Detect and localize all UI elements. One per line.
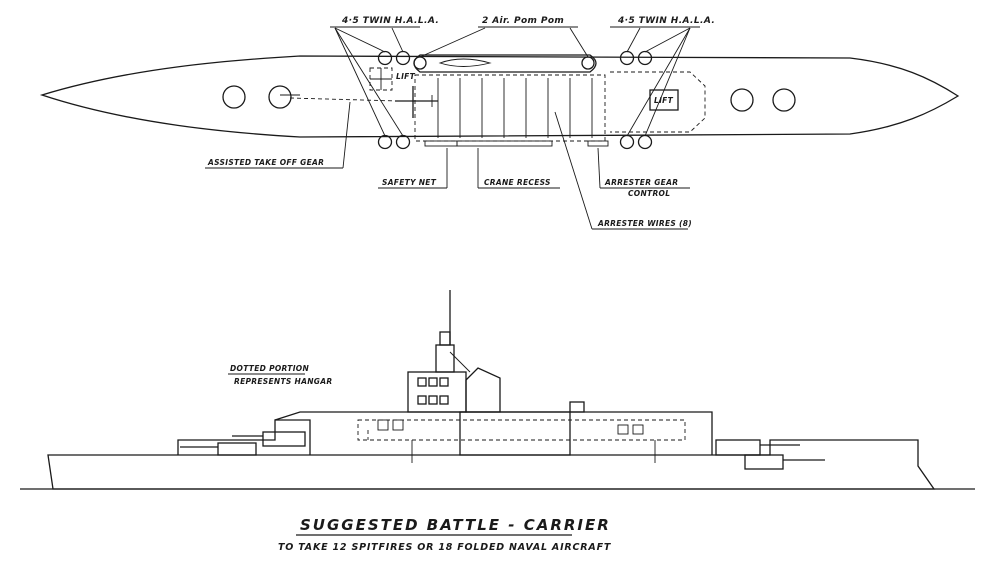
label-twin-hala-left: 4·5 TWIN H.A.L.A. bbox=[341, 16, 439, 26]
label-arrester-wires: ARRESTER WIRES (8) bbox=[597, 219, 692, 228]
profile-flight-deck bbox=[274, 411, 713, 455]
caption-subtitle: TO TAKE 12 SPITFIRES OR 18 FOLDED NAVAL … bbox=[278, 542, 612, 553]
twin-hala-turrets-right bbox=[619, 50, 653, 150]
profile-island bbox=[407, 290, 585, 413]
profile-view: DOTTED PORTION REPRESENTS HANGAR bbox=[20, 290, 975, 490]
label-dotted-portion-line2: REPRESENTS HANGAR bbox=[234, 377, 332, 386]
crane-recess-block bbox=[456, 140, 553, 147]
label-arrester-gear-control-line1: ARRESTER GEAR bbox=[604, 178, 678, 187]
twin-hala-turrets-left bbox=[377, 50, 411, 150]
catapult-track bbox=[280, 94, 399, 102]
label-assisted-take-off: ASSISTED TAKE OFF GEAR bbox=[207, 158, 324, 167]
safety-net-block bbox=[424, 140, 458, 147]
hangar-dotted bbox=[357, 419, 686, 441]
plan-view: LIFT LIFT bbox=[39, 16, 960, 230]
label-crane-recess: CRANE RECESS bbox=[484, 178, 551, 187]
funnel bbox=[465, 367, 501, 413]
lift-forward-label: LIFT bbox=[396, 72, 416, 81]
main-turrets bbox=[222, 85, 796, 112]
plan-flight-deck bbox=[414, 74, 606, 142]
label-twin-hala-right: 4·5 TWIN H.A.L.A. bbox=[617, 16, 715, 26]
label-arrester-gear-control-line2: CONTROL bbox=[628, 189, 670, 198]
lift-aft-label: LIFT bbox=[654, 96, 674, 105]
caption-title: SUGGESTED BATTLE - CARRIER bbox=[300, 516, 611, 534]
arrester-wires bbox=[437, 78, 593, 138]
profile-hull bbox=[47, 439, 936, 490]
profile-aft-turrets bbox=[715, 439, 825, 470]
label-safety-net: SAFETY NET bbox=[382, 178, 437, 187]
profile-forward-turrets bbox=[180, 431, 306, 456]
label-dotted-portion-line1: DOTTED PORTION bbox=[230, 364, 309, 373]
caption: SUGGESTED BATTLE - CARRIER TO TAKE 12 SP… bbox=[278, 516, 612, 553]
profile-deck bbox=[177, 419, 311, 455]
profile-central-box bbox=[459, 411, 571, 456]
aircraft-icon bbox=[395, 86, 438, 118]
plan-aft-deck bbox=[610, 71, 706, 133]
arrester-control-block bbox=[587, 140, 609, 147]
plan-boat-shape bbox=[438, 58, 492, 67]
plan-hull-outline bbox=[39, 55, 960, 138]
label-pom-pom: 2 Air. Pom Pom bbox=[482, 16, 564, 26]
